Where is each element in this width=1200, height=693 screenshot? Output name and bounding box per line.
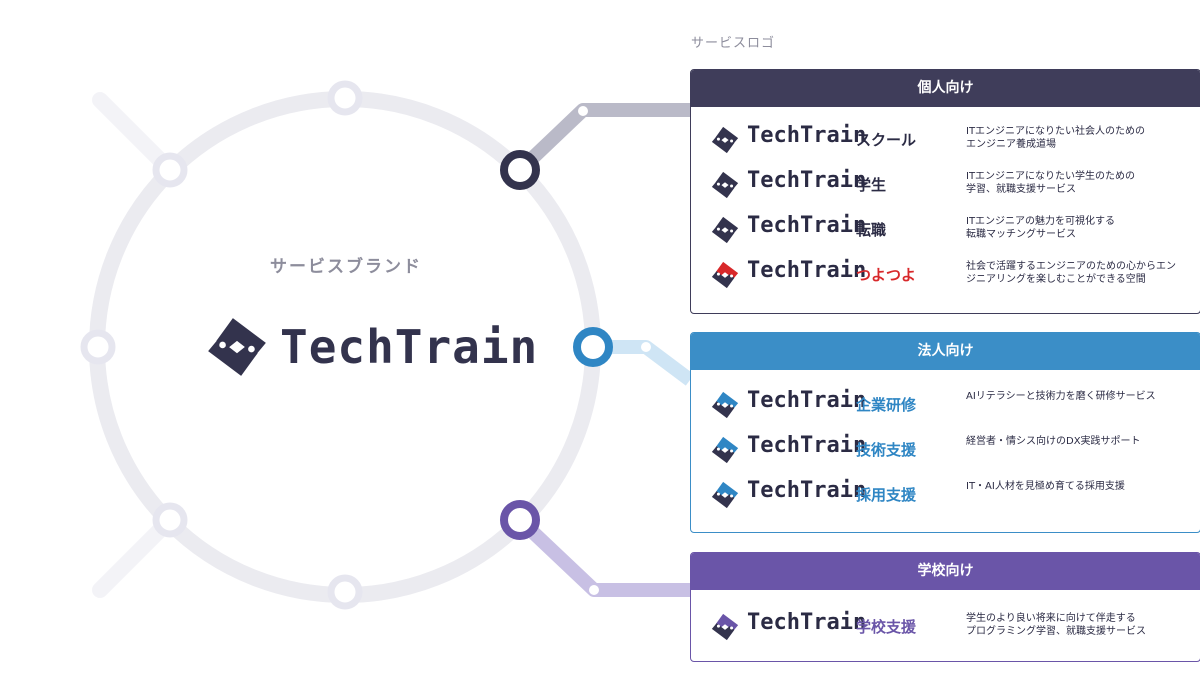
faded-stations [80,80,363,610]
service-wordmark: TechTrain [747,123,867,148]
connector-corporate [573,327,695,386]
panel-corporate-title: 法人向け [691,333,1200,370]
techtrain-logo-icon [711,481,739,509]
panel-individual-title: 個人向け [691,70,1200,107]
service-name: つよつよ [856,266,917,284]
connector-school [500,500,690,597]
service-description: IT・AI人材を見極め育てる採用支援 [966,481,1125,492]
service-name: 学校支援 [856,618,917,636]
techtrain-logo-icon [711,126,739,154]
service-description: 経営者・情シス向けのDX実践サポート [966,436,1141,447]
service-name: スクール [856,131,917,149]
service-description: 学生のより良い将来に向けて伴走する プログラミング学習、就職支援サービス [966,613,1146,637]
service-name: 企業研修 [856,396,917,414]
service-wordmark: TechTrain [747,610,867,635]
service-brand-heading: サービスブランド [270,257,422,277]
service-wordmark: TechTrain [747,168,867,193]
service-logos-heading: サービスロゴ [691,36,776,51]
service-description: ITエンジニアになりたい社会人のための エンジニア養成道場 [966,126,1146,150]
techtrain-brand-logo: TechTrain [204,312,538,382]
techtrain-logo-icon [711,391,739,419]
panel-school-title: 学校向け [691,553,1200,590]
service-wordmark: TechTrain [747,213,867,238]
service-name: 採用支援 [856,486,917,504]
brand-wordmark: TechTrain [280,320,539,374]
techtrain-logo-icon [711,216,739,244]
techtrain-logo-icon [711,613,739,641]
service-name: 学生 [856,176,887,194]
techtrain-logo-icon [711,261,739,289]
techtrain-logo-icon [208,318,266,376]
service-name: 技術支援 [856,441,917,459]
service-description: ITエンジニアの魅力を可視化する 転職マッチングサービス [966,216,1116,240]
service-wordmark: TechTrain [747,478,867,503]
service-wordmark: TechTrain [747,388,867,413]
service-wordmark: TechTrain [747,258,867,283]
techtrain-logo-icon [711,171,739,199]
connector-individual [500,103,690,190]
service-description: 社会で活躍するエンジニアのための心からエン ジニアリングを楽しむことができる空間 [966,261,1176,285]
techtrain-logo-icon [711,436,739,464]
service-description: ITエンジニアになりたい学生のための 学習、就職支援サービス [966,171,1136,195]
service-wordmark: TechTrain [747,433,867,458]
service-description: AIリテラシーと技術力を磨く研修サービス [966,391,1156,402]
service-name: 転職 [856,221,887,239]
